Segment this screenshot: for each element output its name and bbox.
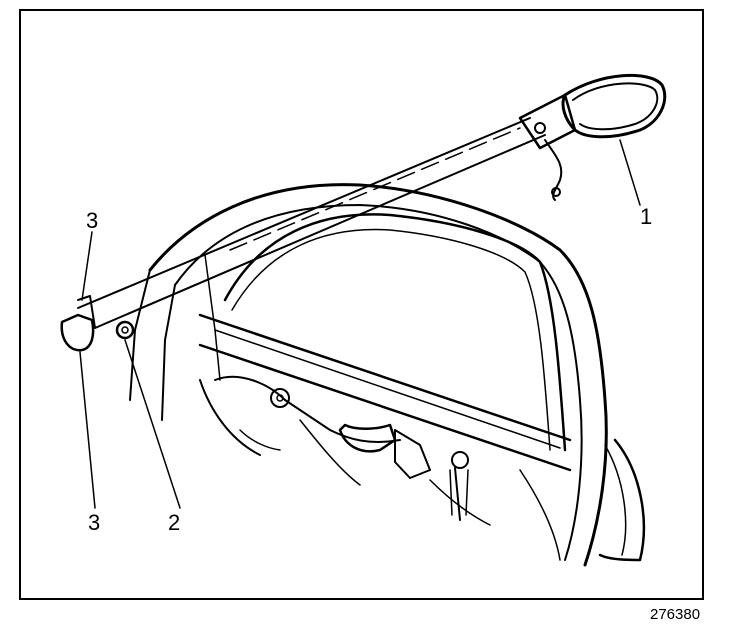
latch-assembly xyxy=(394,429,431,479)
hinge-pillar xyxy=(129,269,151,401)
mirror-shaft-top xyxy=(77,117,531,309)
window-channel xyxy=(223,213,567,452)
mirror-shaft-bottom xyxy=(94,134,546,329)
regulator-pivot xyxy=(270,388,290,408)
door-rail-upper xyxy=(198,313,572,442)
callout-2: 2 xyxy=(168,510,181,535)
door-outer-edge xyxy=(598,438,646,562)
callout-1: 1 xyxy=(640,204,653,229)
leader-line-3-top xyxy=(81,231,93,301)
door-frame-outer xyxy=(148,183,608,567)
mirror-housing xyxy=(561,73,667,139)
door-handle xyxy=(338,423,397,453)
leader-line-1 xyxy=(619,139,641,206)
door-rail-lower xyxy=(198,343,572,472)
leader-line-3-bottom xyxy=(79,351,96,509)
door-frame-inner xyxy=(174,204,583,561)
mounting-bracket xyxy=(60,313,95,352)
mirror-base xyxy=(518,93,577,150)
leader-line-2 xyxy=(124,339,181,509)
regulator-arm xyxy=(214,375,401,443)
callout-3-bottom: 3 xyxy=(88,510,101,535)
figure-number: 276380 xyxy=(650,606,701,623)
mounting-nut xyxy=(115,320,135,340)
callout-3-top: 3 xyxy=(86,208,99,233)
